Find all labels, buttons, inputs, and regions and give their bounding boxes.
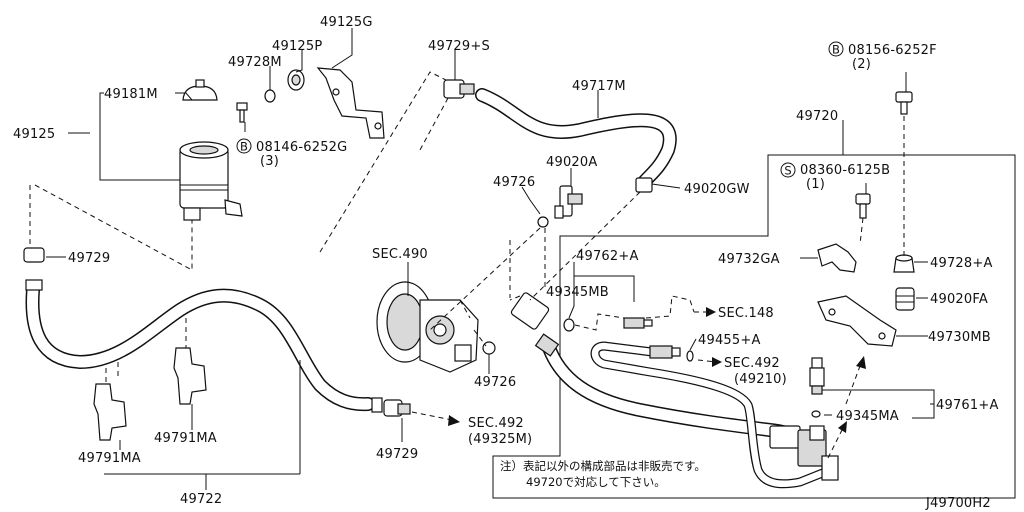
bolt-b-marker-1: B (236, 138, 252, 154)
label-sec490: SEC.490 (372, 247, 428, 262)
washer-bottom (482, 341, 496, 355)
label-49729-bottom: 49729 (376, 447, 418, 462)
seal-ring (287, 69, 305, 91)
label-bolt-08146: 08146-6252G (256, 140, 347, 155)
label-49728m: 49728M (228, 55, 282, 70)
arrow-sec148 (694, 307, 716, 317)
svg-text:B: B (832, 43, 840, 57)
part-labels: 49181M 49125 49125G 49125P 49728M 08146-… (13, 15, 999, 511)
label-49020a: 49020A (546, 155, 597, 170)
valve-body (769, 425, 839, 481)
label-49732ga: 49732GA (718, 252, 780, 267)
arrow-up-bracket (845, 356, 866, 405)
label-sec148: SEC.148 (718, 306, 774, 321)
bolt-b-marker-2: B (828, 41, 844, 57)
clamp-top (443, 79, 475, 99)
reservoir-tank (179, 141, 243, 221)
label-49729-left: 49729 (68, 251, 110, 266)
label-49729s: 49729+S (428, 39, 490, 54)
label-49717m: 49717M (572, 79, 626, 94)
label-sec492-left-sub: (49325M) (468, 432, 532, 447)
diagram-id: J49700H2 (925, 496, 991, 511)
label-49020gw: 49020GW (684, 182, 750, 197)
svg-text:B: B (240, 140, 248, 154)
svg-text:S: S (784, 164, 791, 178)
bracket-49125g (316, 67, 385, 139)
label-bolt-08156: 08156-6252F (848, 43, 937, 58)
reservoir-cap (182, 79, 218, 101)
clamp-49020fa (895, 287, 915, 311)
hose-49717m (475, 88, 677, 189)
label-49181m: 49181M (104, 87, 158, 102)
label-49125g: 49125G (320, 15, 373, 30)
bracket-49730mb (817, 295, 897, 347)
label-sec492-left: SEC.492 (468, 416, 524, 431)
label-49791ma-a: 49791MA (78, 451, 141, 466)
clip-49791ma-left (93, 383, 127, 441)
label-bolt-08146-qty: (3) (260, 154, 279, 169)
label-49726-top: 49726 (493, 175, 535, 190)
fitting-49020a (554, 185, 583, 219)
assembly-frame (492, 120, 1016, 499)
label-49722: 49722 (180, 492, 222, 507)
label-49345ma: 49345MA (836, 409, 899, 424)
bracket-49732ga (817, 243, 857, 273)
screw-s-marker: S (780, 162, 796, 178)
bolt-08360 (855, 193, 871, 219)
arrow-sec492-right (697, 357, 722, 367)
label-49125: 49125 (13, 127, 55, 142)
grommet-49728a (893, 254, 915, 273)
note-line-1: 注）表記以外の構成部品は非販売です。 (500, 459, 706, 473)
bolt-small (236, 102, 248, 123)
note-line-2: 49720で対応して下さい。 (526, 475, 666, 489)
arrow-sec492-left (411, 411, 460, 426)
fitting-49761a (809, 357, 825, 418)
label-bolt-08360-qty: (1) (806, 177, 825, 192)
dashed-lines (29, 71, 905, 384)
label-49791ma-b: 49791MA (154, 431, 217, 446)
label-bolt-08156-qty: (2) (852, 57, 871, 72)
label-49455a: 49455+A (698, 333, 761, 348)
leader-lines (46, 28, 935, 490)
label-49726-bottom: 49726 (474, 375, 516, 390)
clamp-49020gw (635, 177, 653, 193)
pipe-line (590, 317, 835, 489)
washer-top (537, 216, 549, 228)
label-49720: 49720 (796, 109, 838, 124)
o-ring-49345mb (563, 318, 575, 332)
label-49762a: 49762+A (576, 249, 639, 264)
clip-49791ma-right (173, 347, 207, 405)
label-49125p: 49125P (272, 39, 322, 54)
label-49761a: 49761+A (936, 398, 999, 413)
label-49020fa: 49020FA (930, 292, 988, 307)
clamp-left (23, 247, 45, 291)
label-49730mb: 49730MB (928, 330, 991, 345)
arrow-valve (827, 421, 847, 459)
grommet (264, 89, 276, 103)
label-49345mb: 49345MB (546, 285, 609, 300)
label-bolt-08360: 08360-6125B (800, 163, 890, 178)
bolt-08156 (895, 91, 913, 115)
label-49728a: 49728+A (930, 256, 993, 271)
clamp-bottom (371, 397, 411, 417)
power-steering-pump (376, 281, 479, 373)
hose-49722 (25, 283, 375, 412)
seal-49455a (686, 350, 694, 362)
label-sec492-right-sub: (49210) (734, 372, 787, 387)
label-sec492-right: SEC.492 (724, 356, 780, 371)
